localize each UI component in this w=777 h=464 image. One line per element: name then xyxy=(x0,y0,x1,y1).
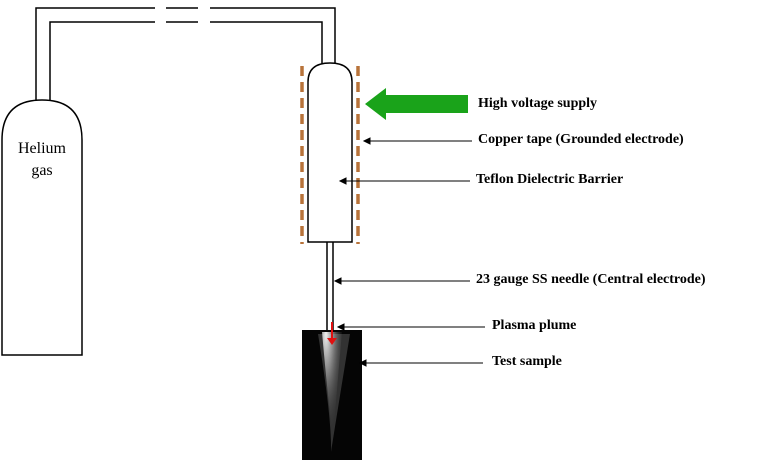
helium-cylinder xyxy=(1,99,83,356)
plasma-glow xyxy=(322,332,342,440)
high-voltage-arrow xyxy=(365,88,468,120)
gas-tubing xyxy=(35,7,336,100)
copper-tape-electrode xyxy=(300,66,360,244)
label-needle: 23 gauge SS needle (Central electrode) xyxy=(476,272,706,287)
ss-needle xyxy=(326,242,334,330)
label-high-voltage: High voltage supply xyxy=(478,96,598,111)
teflon-barrier-tube xyxy=(307,62,353,243)
label-teflon: Teflon Dielectric Barrier xyxy=(476,172,624,187)
label-sample: Test sample xyxy=(492,354,562,369)
label-plasma: Plasma plume xyxy=(492,318,577,333)
cylinder-label-line1: Helium xyxy=(18,140,66,157)
cylinder-label: Helium gas xyxy=(2,138,82,182)
plasma-plume-arrow xyxy=(327,322,337,345)
label-copper-tape: Copper tape (Grounded electrode) xyxy=(478,132,684,147)
cylinder-label-line2: gas xyxy=(31,162,53,179)
plasma-haze xyxy=(318,334,350,452)
label-leaders xyxy=(333,137,485,367)
